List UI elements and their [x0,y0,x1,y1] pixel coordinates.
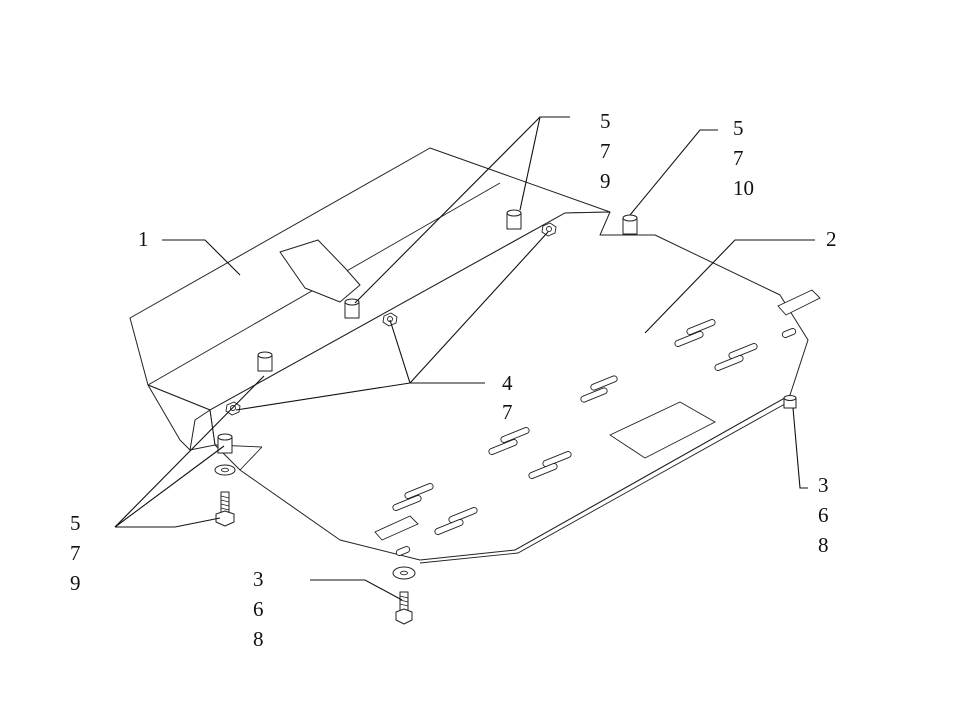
label-top-right-1: 7 [733,146,744,170]
label-left-bottom-0: 5 [70,511,81,535]
bolt-left [215,491,235,527]
front-guard-part-1 [129,147,611,451]
callout-top-center: 5 7 9 [600,109,611,193]
bushing-top-right [622,214,638,235]
bushing-center [344,298,360,319]
label-top-right-2: 10 [733,176,754,200]
label-right-bottom-2: 8 [818,533,829,557]
label-right-bottom-0: 3 [818,473,829,497]
callout-part-2: 2 [826,227,837,251]
label-part-2: 2 [826,227,837,251]
washer-center [392,566,416,580]
callout-left-bottom: 5 7 9 [70,511,81,595]
callout-part-1: 1 [138,227,149,251]
washer-left [214,464,236,476]
callout-center-bottom: 3 6 8 [253,567,264,651]
callout-middle: 4 7 [502,371,513,424]
label-top-center-1: 7 [600,139,611,163]
ventilation-slots [392,319,797,556]
label-part-1: 1 [138,227,149,251]
bolt-center [395,591,413,625]
label-left-bottom-1: 7 [70,541,81,565]
label-right-bottom-1: 6 [818,503,829,527]
label-top-right-0: 5 [733,116,744,140]
label-top-center-2: 9 [600,169,611,193]
bushing-left [257,351,273,372]
label-middle-1: 7 [502,400,513,424]
hex-nuts [225,222,557,416]
label-middle-0: 4 [502,371,513,395]
label-top-center-0: 5 [600,109,611,133]
label-left-bottom-2: 9 [70,571,81,595]
callout-top-right: 5 7 10 [733,116,754,200]
label-center-bottom-1: 6 [253,597,264,621]
spacer-bushings [217,209,797,454]
bushing-top-center [506,209,522,230]
leader-lines [114,116,815,601]
bushing-right [783,395,797,409]
label-center-bottom-2: 8 [253,627,264,651]
bushing-left-lower [217,433,233,454]
callout-right-bottom: 3 6 8 [818,473,829,557]
label-center-bottom-0: 3 [253,567,264,591]
